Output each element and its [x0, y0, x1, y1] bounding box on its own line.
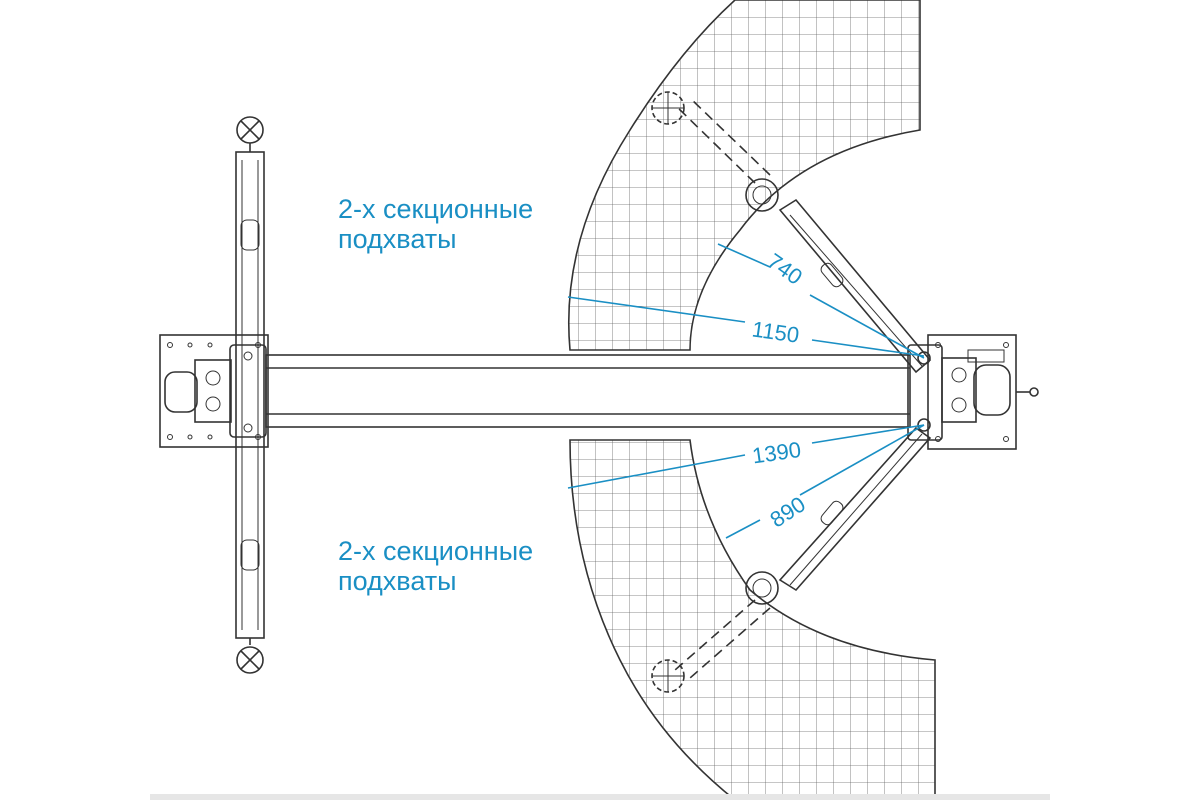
- upper-label-line2: подхваты: [338, 224, 457, 254]
- upper-extended-pad-icon: [651, 91, 685, 125]
- dimension-890: 890: [765, 491, 809, 532]
- dimension-740: 740: [763, 248, 807, 290]
- upper-swing-area: [567, 0, 921, 351]
- lower-arm-pad-icon: [745, 571, 779, 605]
- lower-label-line1: 2-х секционные: [338, 536, 533, 566]
- top-left-roller-icon: [236, 116, 264, 144]
- right-base-plate: [907, 334, 1039, 450]
- upper-pivot-icon: [917, 351, 931, 365]
- lower-extended-pad-icon: [651, 659, 685, 693]
- dimension-lines: [567, 243, 925, 539]
- dimension-1150: 1150: [750, 316, 800, 347]
- left-crossbeam: [235, 143, 265, 645]
- dimension-1390: 1390: [751, 437, 803, 469]
- left-base-plate: [159, 334, 269, 448]
- lower-swing-area: [569, 439, 936, 800]
- bottom-left-roller-icon: [236, 646, 264, 674]
- bottom-strip: [150, 794, 1050, 800]
- upper-label-line1: 2-х секционные: [338, 194, 533, 224]
- upper-arm-pad-icon: [745, 178, 779, 212]
- lower-label-line2: подхваты: [338, 566, 457, 596]
- main-beam: [265, 354, 911, 428]
- lower-arm: [674, 426, 932, 679]
- lower-pivot-icon: [917, 418, 931, 432]
